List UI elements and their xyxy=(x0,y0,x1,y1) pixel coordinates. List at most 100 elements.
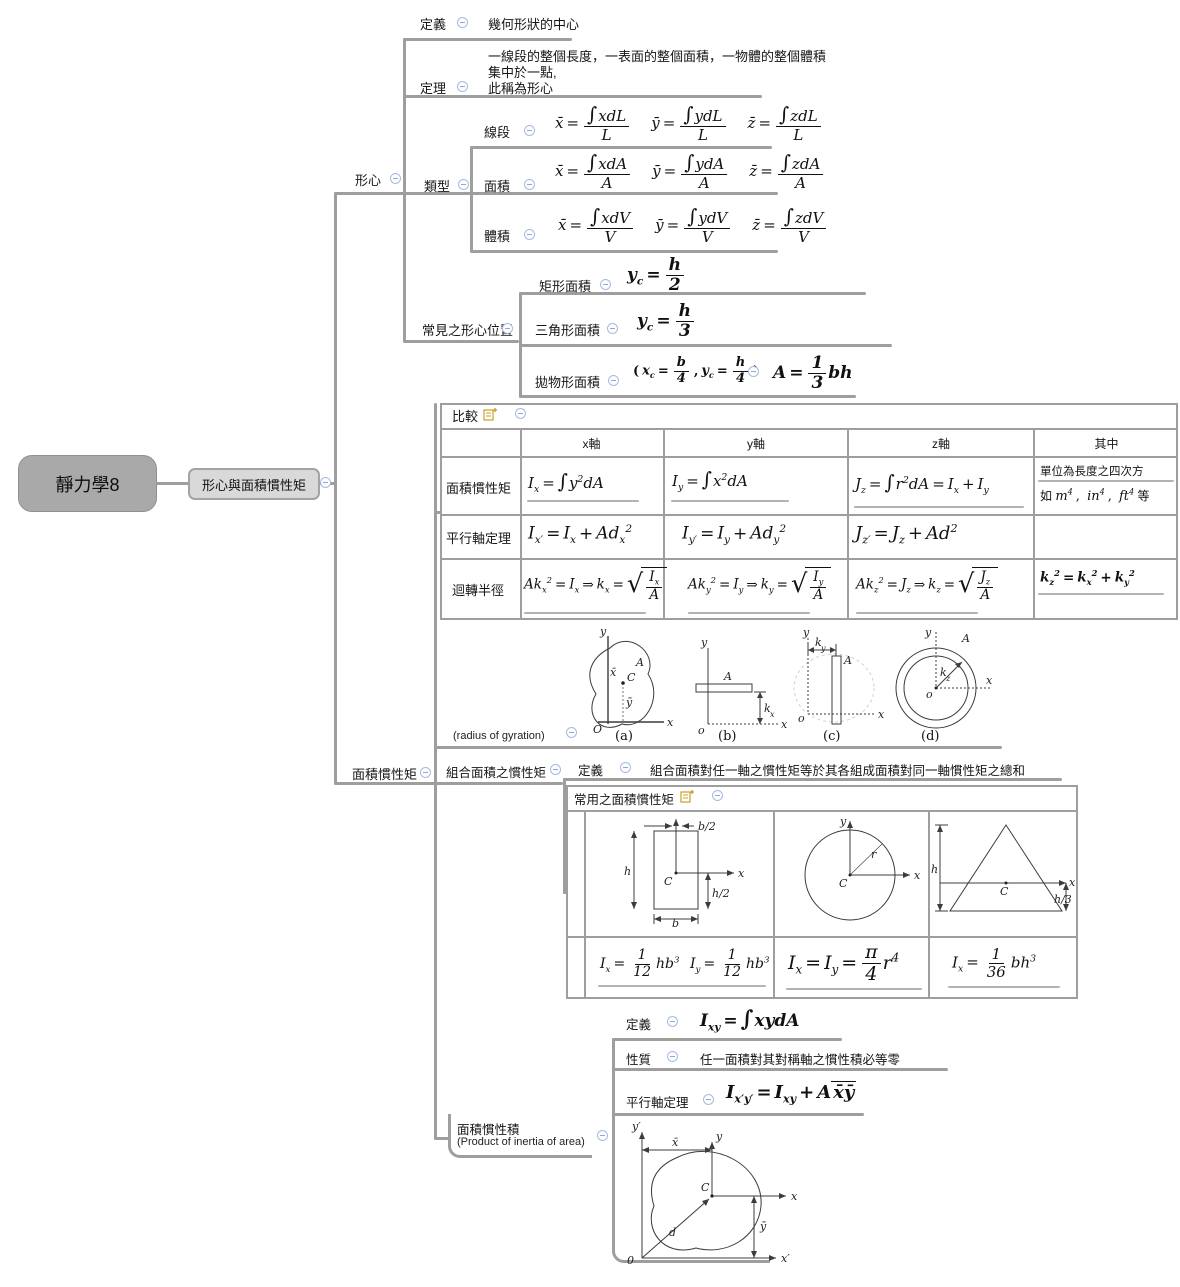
centroid-label: C xyxy=(1000,885,1009,898)
cell-note-units[interactable]: 如 m4, in4, ft4 等 xyxy=(1040,487,1150,504)
parab-cond-formula[interactable]: (xc=b4,yc=h4) xyxy=(630,355,762,386)
axis-label-x: x xyxy=(878,708,885,721)
collapse-icon[interactable] xyxy=(566,727,577,738)
collapse-icon[interactable] xyxy=(748,366,759,377)
product-inertia-figure: y′ x′ y x 0 C d x̄ ȳ xyxy=(627,1120,798,1267)
table-header-x[interactable]: x軸 xyxy=(582,437,601,451)
collapse-icon[interactable] xyxy=(524,229,535,240)
collapse-icon[interactable] xyxy=(515,408,526,419)
gyration-caption[interactable]: (radius of gyration) xyxy=(453,730,545,742)
main-topic[interactable]: 形心與面積慣性矩 xyxy=(188,468,320,500)
collapse-icon[interactable] xyxy=(420,767,431,778)
cell-jz-formula[interactable]: Jz=∫r2dA=Ix+Iy xyxy=(855,471,989,496)
table-rowlabel-moi[interactable]: 面積慣性矩 xyxy=(446,481,512,496)
collapse-icon[interactable] xyxy=(608,375,619,386)
cell-note-title[interactable]: 單位為長度之四次方 xyxy=(1040,466,1144,478)
area-label: A xyxy=(635,656,644,669)
product-prop-text[interactable]: 任一面積對其對稱軸之慣性積必等零 xyxy=(700,1053,901,1067)
topic-volume[interactable]: 體積 xyxy=(484,229,511,244)
composite-def-underline xyxy=(563,778,1062,781)
topic-common-moi[interactable]: 常用之面積慣性矩 xyxy=(574,793,675,807)
topic-moi[interactable]: 面積慣性矩 xyxy=(352,767,418,782)
topic-tri-area[interactable]: 三角形面積 xyxy=(535,323,601,338)
table-grid-line xyxy=(847,428,849,620)
root-topic[interactable]: 靜力學8 xyxy=(18,455,157,512)
cell-underline xyxy=(786,988,922,990)
collapse-icon[interactable] xyxy=(550,764,561,775)
collapse-icon[interactable] xyxy=(667,1016,678,1027)
cell-ix-formula[interactable]: Ix=∫y2dA xyxy=(528,470,604,495)
cell-kz-note[interactable]: kz2=kx2+ky2 xyxy=(1040,568,1135,588)
collapse-icon[interactable] xyxy=(703,1094,714,1105)
collapse-icon[interactable] xyxy=(457,81,468,92)
topic-product[interactable]: 面積慣性積 xyxy=(457,1123,520,1137)
topic-centroid[interactable]: 形心 xyxy=(355,173,382,188)
collapse-icon[interactable] xyxy=(667,1051,678,1062)
collapse-icon[interactable] xyxy=(600,279,611,290)
collapse-icon[interactable] xyxy=(524,179,535,190)
topic-parab-area[interactable]: 拋物形面積 xyxy=(535,375,601,390)
collapse-icon[interactable] xyxy=(524,125,535,136)
theorem-text-line3[interactable]: 此稱為形心 xyxy=(488,81,554,96)
cell-jz-parallel[interactable]: Jz′=Jz+Ad2 xyxy=(855,522,958,547)
composite-def-text[interactable]: 組合面積對任一軸之慣性矩等於其各組成面積對同一軸慣性矩之總和 xyxy=(650,764,1026,778)
table-header-y[interactable]: y軸 xyxy=(746,437,765,451)
cell-iy-formula[interactable]: Iy=∫x2dA xyxy=(672,468,748,493)
collapse-icon[interactable] xyxy=(607,323,618,334)
topic-composite[interactable]: 組合面積之慣性矩 xyxy=(446,766,547,780)
origin-label: o xyxy=(926,688,933,701)
collapse-icon[interactable] xyxy=(390,173,401,184)
collapse-icon[interactable] xyxy=(620,762,631,773)
topic-product-parallel[interactable]: 平行軸定理 xyxy=(626,1096,689,1110)
topic-definition[interactable]: 定義 xyxy=(420,17,447,32)
cell-underline xyxy=(688,612,810,614)
topic-compare[interactable]: 比較 xyxy=(452,409,479,424)
table-header-z[interactable]: z軸 xyxy=(931,437,950,451)
dim-label-h2: h/2 xyxy=(712,887,730,900)
topic-product-sub[interactable]: (Product of inertia of area) xyxy=(457,1136,585,1148)
sheet-plus-icon[interactable] xyxy=(680,789,695,803)
topic-product-prop[interactable]: 性質 xyxy=(626,1053,652,1067)
topic-types[interactable]: 類型 xyxy=(424,179,451,194)
topic-line-segment[interactable]: 線段 xyxy=(484,125,511,140)
origin-label: 0 xyxy=(627,1254,634,1267)
topic-common-positions[interactable]: 常見之形心位置 xyxy=(422,323,514,338)
product-def-formula[interactable]: Ixy=∫xydA xyxy=(700,1006,800,1034)
sheet-plus-icon[interactable] xyxy=(483,407,498,421)
origin-label: o xyxy=(698,724,705,737)
collapse-icon[interactable] xyxy=(502,323,513,334)
topic-theorem[interactable]: 定理 xyxy=(420,81,447,96)
topic-area[interactable]: 面積 xyxy=(484,179,511,194)
topic-product-def[interactable]: 定義 xyxy=(626,1018,652,1032)
collapse-icon[interactable] xyxy=(597,1130,608,1141)
collapse-icon[interactable] xyxy=(458,179,469,190)
table-rowlabel-parallel[interactable]: 平行軸定理 xyxy=(446,531,512,546)
table-header-other[interactable]: 其中 xyxy=(1094,437,1119,451)
cell-iy-parallel[interactable]: Iy′=Iy+Ady2 xyxy=(682,523,787,547)
collapse-icon[interactable] xyxy=(457,17,468,28)
theorem-text-line1[interactable]: 一線段的整個長度，一表面的整個面積，一物體的整個體積 xyxy=(488,49,827,64)
cell-ix-parallel[interactable]: Ix′=Ix+Adx2 xyxy=(528,523,633,547)
theorem-text-line2[interactable]: 集中於一點, xyxy=(488,65,557,80)
topic-composite-def[interactable]: 定義 xyxy=(578,764,604,778)
table-rowlabel-gyration[interactable]: 迴轉半徑 xyxy=(452,583,505,598)
definition-text[interactable]: 幾何形狀的中心 xyxy=(488,17,580,32)
collapse-icon[interactable] xyxy=(712,790,723,801)
axis-label-x: x xyxy=(738,867,745,880)
topic-rect-area[interactable]: 矩形面積 xyxy=(539,279,592,294)
collapse-icon[interactable] xyxy=(320,477,331,488)
